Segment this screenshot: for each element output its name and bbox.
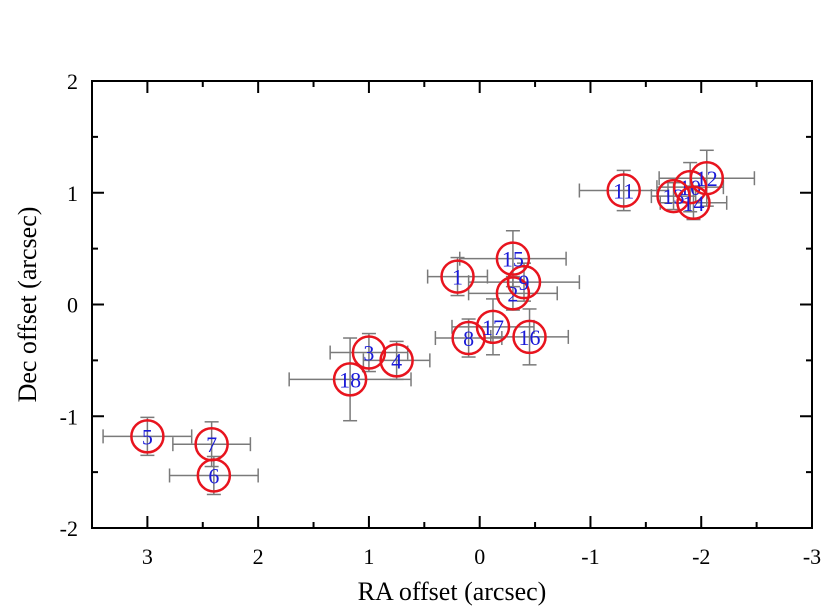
point-label-8: 8	[463, 326, 474, 351]
y-tick-label: 1	[67, 181, 78, 206]
x-tick-label: 2	[253, 544, 264, 569]
x-tick-label: -1	[581, 544, 599, 569]
point-label-11: 11	[613, 179, 634, 204]
point-marker-8	[451, 320, 486, 356]
point-label-13: 13	[663, 184, 685, 209]
point-label-5: 5	[142, 424, 153, 449]
point-label-14: 14	[682, 191, 704, 216]
y-tick-label: 0	[67, 293, 78, 318]
point-label-4: 4	[391, 348, 402, 373]
error-bar-17	[451, 298, 535, 356]
point-label-18: 18	[339, 367, 361, 392]
point-label-12: 12	[696, 166, 718, 191]
error-bar-5	[102, 416, 193, 457]
point-marker-2	[495, 276, 531, 311]
y-tick-label: -1	[60, 404, 78, 429]
point-marker-15	[495, 241, 531, 276]
error-bar-1	[426, 256, 489, 297]
point-marker-18	[332, 362, 368, 397]
x-axis-title: RA offset (arcsec)	[358, 577, 547, 606]
point-label-6: 6	[208, 463, 219, 488]
plot-frame	[91, 80, 813, 529]
x-tick-label: 3	[142, 544, 153, 569]
point-label-17: 17	[482, 315, 504, 340]
axis-ticks	[91, 80, 813, 529]
error-bar-6	[168, 455, 259, 496]
point-label-1: 1	[452, 265, 463, 290]
point-marker-7	[194, 426, 229, 462]
point-marker-5	[130, 419, 165, 454]
point-marker-17	[475, 309, 511, 345]
x-tick-label: 0	[474, 544, 485, 569]
x-tick-label: -3	[803, 544, 821, 569]
error-bar-18	[288, 337, 412, 422]
point-marker-16	[512, 319, 547, 355]
point-marker-13	[656, 178, 691, 214]
y-tick-label: -2	[60, 516, 78, 541]
error-bar-11	[578, 169, 669, 212]
point-marker-14	[676, 185, 711, 221]
error-bar-12	[658, 149, 756, 207]
point-label-16: 16	[519, 325, 541, 350]
point-marker-4	[379, 343, 414, 378]
x-tick-label: 1	[363, 544, 374, 569]
point-label-9: 9	[519, 270, 530, 295]
y-tick-label: 2	[67, 69, 78, 94]
point-label-15: 15	[502, 247, 524, 272]
point-label-3: 3	[363, 341, 374, 366]
point-marker-9	[506, 264, 542, 300]
y-axis-title: Dec offset (arcsec)	[13, 207, 42, 403]
point-marker-11	[606, 173, 641, 208]
point-marker-3	[351, 335, 387, 370]
x-tick-label: -2	[692, 544, 710, 569]
point-marker-1	[440, 259, 475, 294]
point-label-7: 7	[206, 432, 217, 457]
point-marker-10	[672, 169, 708, 205]
